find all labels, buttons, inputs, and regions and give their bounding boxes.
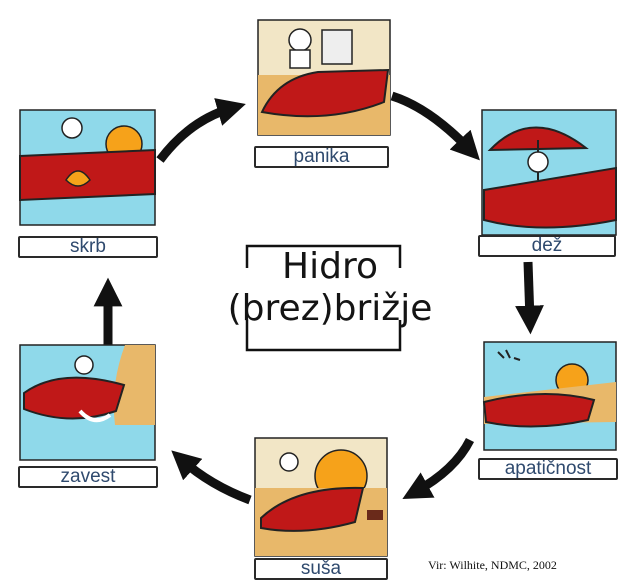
label-skrb: skrb <box>18 236 158 258</box>
label-zavest: zavest <box>18 466 158 488</box>
label-apaticnost: apatičnost <box>478 458 618 480</box>
panel-panika <box>257 19 391 136</box>
arrow-apaticnost-to-susa <box>402 437 475 499</box>
center-title: Hidro (brez)brižje <box>180 244 480 344</box>
panel-apaticnost <box>482 341 617 451</box>
panel-skrb <box>19 109 156 226</box>
source-credit: Vir: Wilhite, NDMC, 2002 <box>428 558 557 572</box>
panel-susa <box>254 437 388 557</box>
arrow-susa-to-zavest <box>171 450 252 505</box>
center-bracket-bottom <box>245 320 402 352</box>
label-dez: dež <box>478 235 616 257</box>
center-title-line2: (brez)brižje <box>227 288 433 329</box>
arrow-dez-to-apaticnost <box>515 261 544 335</box>
panel-zavest <box>19 344 156 461</box>
arrow-skrb-to-panika <box>156 98 246 163</box>
label-panika: panika <box>254 146 389 168</box>
arrow-panika-to-dez <box>390 91 480 161</box>
center-title-line1: Hidro <box>282 246 378 287</box>
center-bracket-top <box>245 244 402 268</box>
label-susa: suša <box>254 558 388 580</box>
panel-dez <box>481 109 617 236</box>
